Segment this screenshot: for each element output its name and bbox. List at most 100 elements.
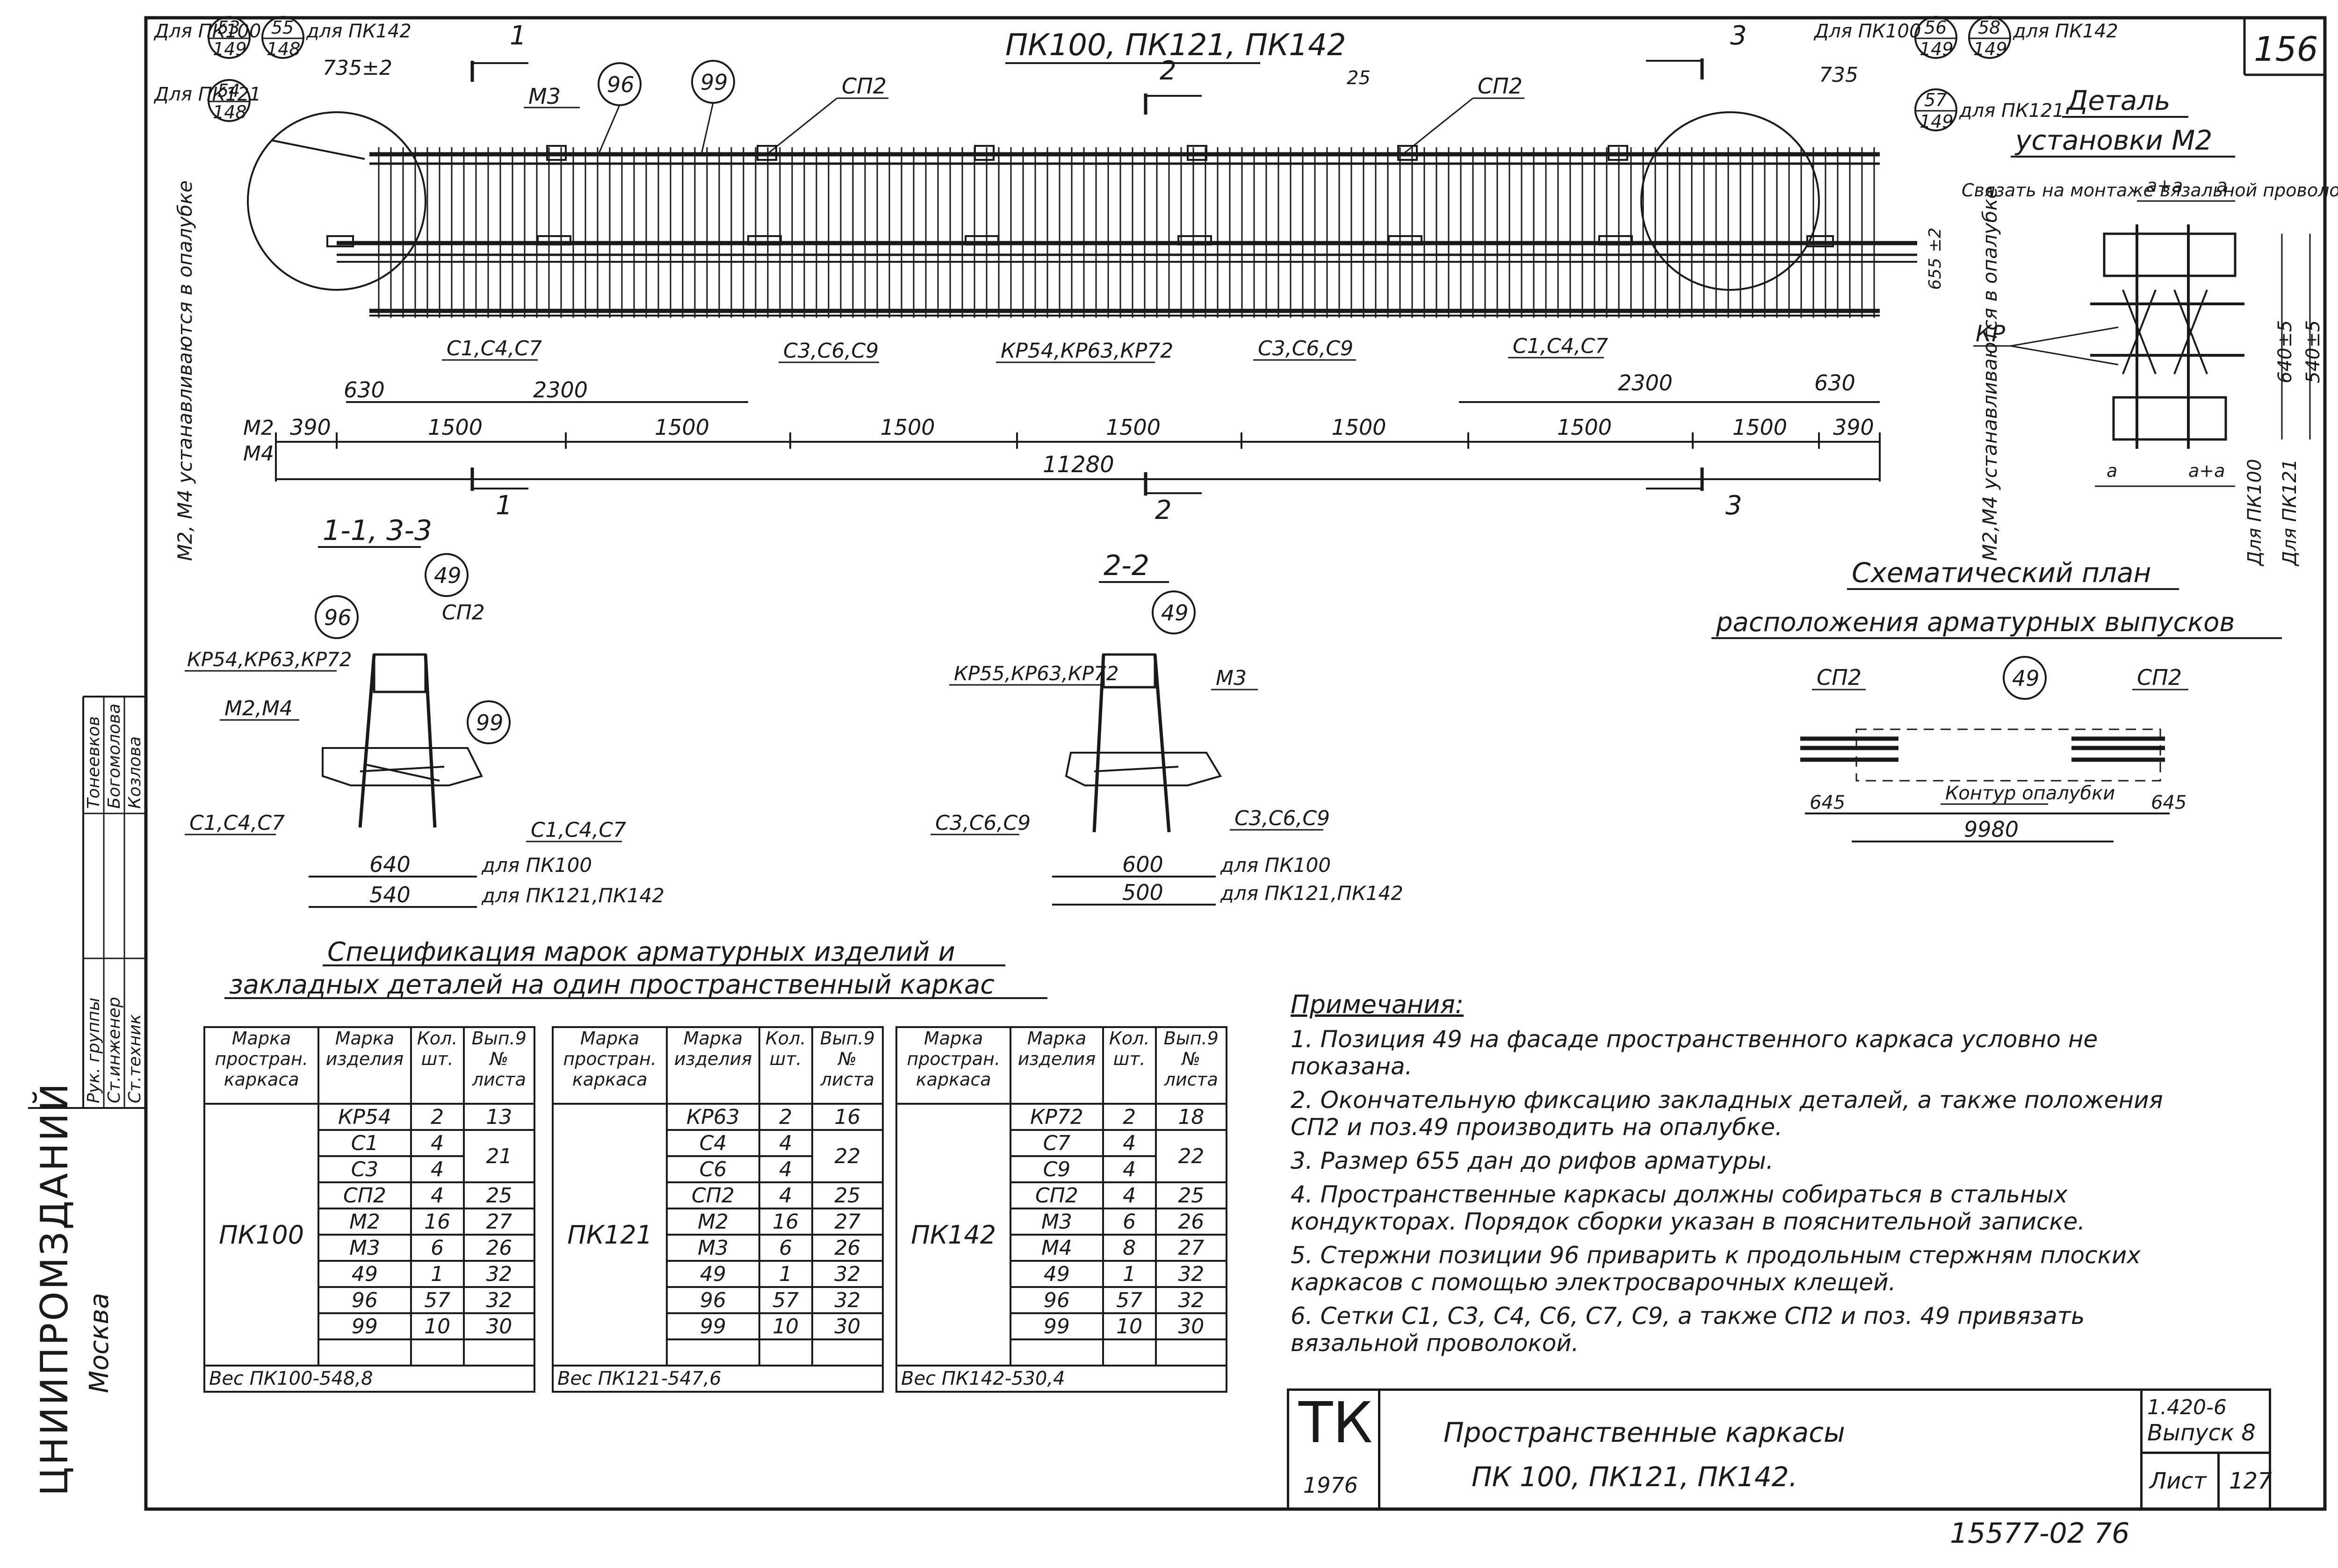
svg-text:735: 735: [1819, 63, 1858, 87]
plate-m3: [757, 145, 777, 161]
table-cell: 57: [1102, 1286, 1157, 1314]
table-cell: 1: [410, 1260, 465, 1288]
table-cell: 32: [1155, 1260, 1228, 1288]
svg-text:2300: 2300: [1618, 370, 1673, 396]
svg-text:для ПК142: для ПК142: [2013, 21, 2118, 42]
table-cell: 49: [1010, 1260, 1104, 1288]
svg-text:а: а: [2216, 175, 2227, 196]
dimension-label: 1500: [655, 415, 709, 440]
spec-header: Вып.9 № листа: [811, 1026, 884, 1105]
table-cell: 4: [410, 1155, 465, 1183]
plate-m2: [965, 235, 999, 245]
svg-text:а: а: [2107, 460, 2117, 481]
spec-header: Кол. шт.: [1102, 1026, 1157, 1105]
svg-text:640: 640: [369, 852, 411, 877]
table-cell: 2: [410, 1103, 465, 1131]
svg-text:25: 25: [1347, 67, 1371, 89]
table-cell: М3: [666, 1234, 760, 1262]
table-cell: 32: [811, 1286, 884, 1314]
dimension-label: 1500: [880, 415, 935, 440]
svg-text:2300: 2300: [533, 377, 588, 403]
svg-text:М4: М4: [243, 442, 274, 466]
drawing-name: Пространственные каркасы: [1443, 1417, 1845, 1448]
table-cell: 4: [1102, 1129, 1157, 1157]
svg-text:С1,С4,С7: С1,С4,С7: [189, 811, 285, 835]
svg-text:М2,М4 устанавливаются в опалуб: М2,М4 устанавливаются в опалубке: [1978, 187, 2001, 561]
note-item: 3. Размер 655 дан до рифов арматуры.: [1291, 1147, 1774, 1174]
svg-text:55: 55: [271, 17, 294, 38]
svg-text:КР55,КР63,КР72: КР55,КР63,КР72: [954, 662, 1118, 685]
table-cell: С4: [666, 1129, 760, 1157]
table-cell: 49: [666, 1260, 760, 1288]
svg-text:С3,С6,С9: С3,С6,С9: [1258, 337, 1353, 360]
tk-mark: ТК: [1299, 1391, 1373, 1456]
svg-text:3: 3: [1730, 21, 1747, 51]
table-cell: М2: [666, 1208, 760, 1236]
page-number: 156: [2254, 29, 2318, 69]
table-cell: 18: [1155, 1103, 1228, 1131]
table-cell: 16: [758, 1208, 813, 1236]
table-cell: С7: [1010, 1129, 1104, 1157]
spec-header: Кол. шт.: [758, 1026, 813, 1105]
svg-text:КР54,КР63,КР72: КР54,КР63,КР72: [1001, 339, 1173, 363]
svg-text:500: 500: [1122, 880, 1163, 905]
table-cell: С6: [666, 1155, 760, 1183]
table-cell: 16: [811, 1103, 884, 1131]
note-item: 1. Позиция 49 на фасаде пространственног…: [1291, 1026, 2098, 1080]
svg-text:М2: М2: [243, 416, 274, 440]
frame-weight: Вес ПК100-548,8: [203, 1365, 535, 1393]
table-cell: 26: [462, 1234, 536, 1262]
dimension-label: 390: [1833, 415, 1874, 440]
note-item: 4. Пространственные каркасы должны собир…: [1291, 1181, 2085, 1235]
table-cell: 21: [462, 1129, 536, 1183]
table-cell: 4: [758, 1155, 813, 1183]
table-cell: 32: [462, 1260, 536, 1288]
table-cell: 4: [410, 1129, 465, 1157]
svg-text:С1,С4,С7: С1,С4,С7: [1513, 334, 1608, 358]
note-item: 6. Сетки С1, С3, С4, С6, С7, С9, а также…: [1291, 1302, 2085, 1357]
issue: Выпуск 8: [2147, 1420, 2256, 1446]
svg-text:С3,С6,С9: С3,С6,С9: [783, 339, 879, 363]
table-cell: СП2: [1010, 1181, 1104, 1209]
table-cell: КР72: [1010, 1103, 1104, 1131]
sheet-number: 127: [2229, 1468, 2272, 1494]
table-cell: 30: [811, 1312, 884, 1340]
svg-text:645: 645: [2151, 792, 2186, 813]
spec-header: Вып.9 № листа: [1155, 1026, 1228, 1105]
spec-header: Марка простран. каркаса: [895, 1026, 1012, 1105]
table-cell: 22: [811, 1129, 884, 1183]
svg-text:С1,С4,С7: С1,С4,С7: [447, 337, 542, 360]
table-cell: 1: [758, 1260, 813, 1288]
dimension-label: 1500: [1557, 415, 1612, 440]
table-cell: 96: [318, 1286, 412, 1314]
svg-text:640±5: 640±5: [2274, 320, 2296, 383]
svg-text:СП2: СП2: [1478, 73, 1523, 99]
table-cell: 10: [410, 1312, 465, 1340]
svg-text:2: 2: [1160, 56, 1176, 86]
svg-text:а+а: а+а: [2188, 460, 2225, 481]
svg-text:закладных деталей на один прос: закладных деталей на один пространственн…: [229, 970, 995, 1000]
plate-m2: [1177, 235, 1212, 245]
svg-text:для ПК142: для ПК142: [306, 21, 411, 42]
table-row: [204, 1338, 536, 1367]
table-cell: 99: [1010, 1312, 1104, 1340]
archive-number: 15577-02 76: [1950, 1517, 2129, 1550]
table-cell: 6: [410, 1234, 465, 1262]
svg-text:Связать на монтаже вязальной п: Связать на монтаже вязальной проволокой: [1962, 180, 2338, 201]
svg-text:54: 54: [217, 80, 240, 101]
svg-text:для ПК121: для ПК121: [1959, 100, 2064, 122]
svg-text:56: 56: [1924, 17, 1947, 38]
